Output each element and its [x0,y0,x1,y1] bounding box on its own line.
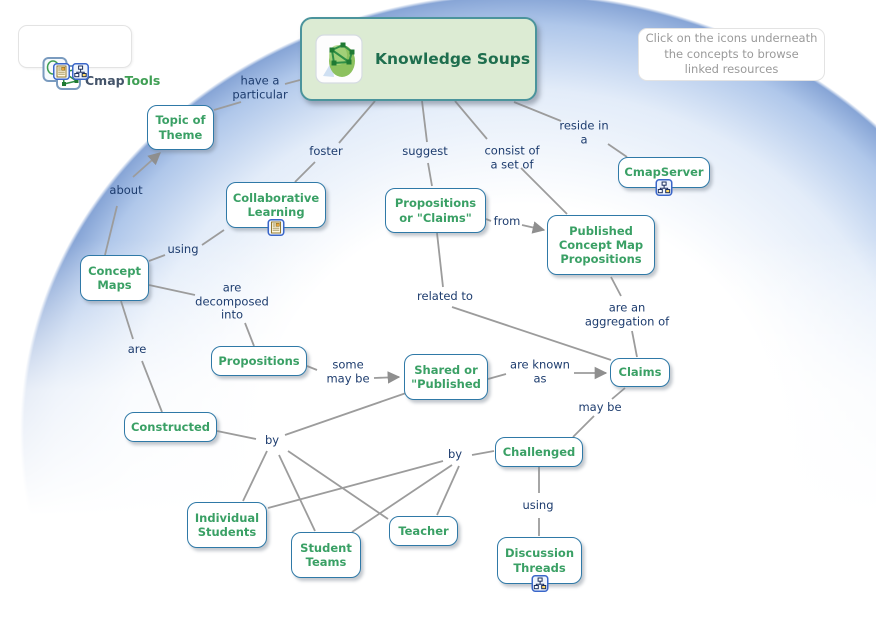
connector-arrow [132,152,161,178]
linking-phrase: suggest [402,144,448,159]
linking-phrase: using [522,498,554,513]
concept-claims[interactable]: Claims [610,358,670,387]
concept-teacher[interactable]: Teacher [389,516,458,546]
instruction-note: Click on the icons underneath the concep… [638,28,825,81]
concept-label: Topic of Theme [155,113,206,142]
concept-label: Published Concept Map Propositions [558,223,644,266]
linking-phrase: by [447,447,463,462]
concept-label: Shared or "Published [411,362,481,391]
linking-phrase: related to [417,289,473,304]
concept-label: Knowledge Soups [374,49,531,68]
concept-label: CmapServer [624,165,704,180]
knowledge-soups-icon [315,34,363,84]
concept-label: Teacher [398,523,449,538]
concept-published-concept-map-propositions[interactable]: Published Concept Map Propositions [547,215,655,275]
connector-line [244,322,255,347]
linking-phrase: are known as [510,357,570,385]
concept-knowledge-soups[interactable]: Knowledge Soups [300,17,537,101]
connector-line [213,101,242,111]
cmaptools-logo-panel: CmapTools [18,25,160,90]
concept-label: Discussion Threads [504,546,575,575]
linking-phrase: have a particular [232,73,288,101]
logo-word-tools: Tools [124,73,161,88]
connector-arrow [373,371,401,384]
connector-line [148,254,166,262]
concept-label: Propositions [218,353,300,368]
connector-line [513,101,562,122]
connector-line [471,450,495,456]
concept-propositions[interactable]: Propositions [211,346,307,376]
connector-line [436,465,460,516]
logo-word-cmap: Cmap [85,73,125,88]
connector-line [427,162,433,187]
linking-phrase: reside in a [559,118,609,146]
concept-label: Propositions or "Claims" [394,196,477,225]
linking-phrase: are an aggregation of [584,300,670,328]
concept-label: Constructed [130,419,211,434]
linking-phrase: consist of a set of [484,143,540,171]
linking-phrase: some may be [326,357,370,385]
linking-phrase: may be [578,400,622,415]
connector-line [294,161,316,183]
concept-constructed[interactable]: Constructed [124,412,217,442]
connector-line [201,229,225,246]
concept-label: Challenged [502,444,576,459]
linking-phrase: using [167,242,199,257]
connector-line [141,360,163,413]
connector-line [306,365,318,371]
linking-phrase: by [264,433,280,448]
concept-concept-maps[interactable]: Concept Maps [80,255,149,301]
connector-line [278,454,316,532]
concept-label: Collaborative Learning [232,190,320,219]
logo-resource-icons [53,63,89,80]
cmaptools-logo-text: CmapTools [85,73,160,88]
concept-student-teams[interactable]: Student Teams [291,532,361,578]
linking-phrase: are decomposed into [195,280,269,322]
hierarchy-resource-icon[interactable] [655,179,673,196]
connector-line [216,430,257,440]
connector-line [284,391,410,436]
connector-line [485,218,492,222]
connector-line [104,205,118,256]
connector-line [611,387,626,400]
connector-line [631,330,638,358]
connector-line [267,460,444,509]
hierarchy-resource-icon[interactable] [72,63,89,80]
connector-arrow [521,221,546,234]
connector-line [242,450,268,502]
concept-challenged[interactable]: Challenged [495,437,583,467]
concept-label: Concept Maps [88,263,141,292]
connector-line [338,100,376,144]
connector-line [454,100,488,140]
connector-line [520,167,568,215]
connector-line [287,450,389,520]
linking-phrase: foster [309,144,343,159]
connector-line [487,373,507,380]
hierarchy-resource-icon[interactable] [531,575,548,592]
concept-label: Claims [618,365,662,380]
linking-phrase: from [493,214,521,229]
connector-line [610,276,622,297]
connector-line [120,300,134,340]
concept-label: Individual Students [194,510,260,539]
concept-individual-students[interactable]: Individual Students [187,502,267,548]
document-resource-icon[interactable] [267,219,285,236]
linking-phrase: about [109,183,143,198]
concept-shared-or-published[interactable]: Shared or "Published [404,354,488,400]
connector-line [572,415,595,438]
connector-line [607,143,628,158]
concept-topic-of-theme[interactable]: Topic of Theme [147,105,214,150]
concept-propositions-or-claims[interactable]: Propositions or "Claims" [385,188,486,233]
concept-discussion-threads[interactable]: Discussion Threads [497,537,582,584]
document-resource-icon[interactable] [53,63,70,80]
connector-line [436,232,444,288]
connector-line [421,100,428,143]
linking-phrase: are [127,342,147,357]
concept-label: Student Teams [300,540,352,569]
connector-line [148,284,196,296]
